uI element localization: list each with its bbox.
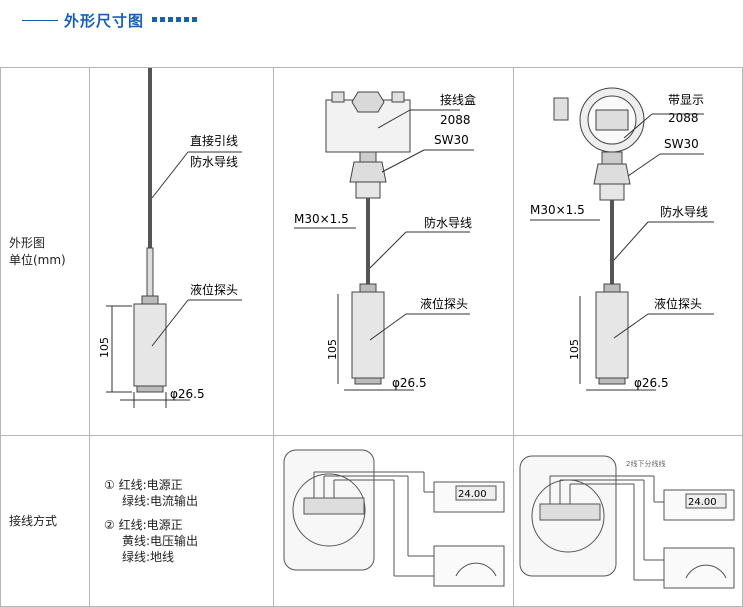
wiring-note: 2线下分线线 (626, 459, 665, 468)
dimensions-unit: 单位(mm) (9, 252, 66, 267)
section-title: 外形尺寸图 (64, 12, 145, 30)
thread (599, 183, 625, 201)
drawing-with-display: 带显示 2088 SW30 M30×1.5 防水导线 液位探头 105 φ26.… (530, 87, 714, 391)
dimensions-row: 外形图 单位(mm) (0, 67, 743, 436)
box-ear (391, 91, 405, 103)
label-hex: SW30 (664, 137, 699, 151)
terminal-block (303, 497, 365, 515)
probe-cap (136, 385, 164, 393)
terminal-block (539, 503, 601, 521)
thread (355, 181, 381, 199)
label-model: 2088 (440, 113, 471, 127)
dimensions-label-cell: 外形图 单位(mm) (0, 67, 90, 436)
wiring-diagram-display: 2线下分线线 24.00 (519, 455, 735, 589)
meter-lcd (685, 493, 727, 509)
leader-probe (151, 299, 189, 347)
label-with-display: 带显示 (668, 93, 704, 107)
leader-box (377, 109, 411, 129)
drawing-cell-2: 接线盒 2088 SW30 M30×1.5 防水导线 液位探头 105 φ26.… (273, 67, 514, 436)
header-square (184, 17, 189, 22)
leader-cable (613, 221, 649, 261)
label-length: 105 (568, 339, 581, 360)
probe-body (351, 291, 385, 379)
option-2-green: 绿线:地线 (122, 550, 175, 564)
label-length: 105 (326, 339, 339, 360)
label-model: 2088 (668, 111, 699, 125)
label-hex: SW30 (434, 133, 469, 147)
leader-cable (369, 231, 407, 269)
drawing-cell-3: 带显示 2088 SW30 M30×1.5 防水导线 液位探头 105 φ26.… (513, 67, 743, 436)
cable-gland (553, 97, 569, 121)
label-thread: M30×1.5 (530, 203, 585, 217)
meter-dial (455, 562, 497, 577)
label-waterproof-cable: 防水导线 (660, 204, 708, 219)
label-thread: M30×1.5 (294, 212, 349, 226)
probe-cap (354, 377, 382, 385)
box-neck (359, 151, 377, 163)
probe-body (595, 291, 629, 379)
probe-neck (603, 283, 621, 293)
wiring-label-cell: 接线方式 (0, 435, 90, 607)
label-level-probe: 液位探头 (654, 296, 702, 311)
probe-neck (141, 295, 159, 305)
header-line (22, 20, 58, 21)
label-diameter: φ26.5 (634, 376, 669, 390)
label-waterproof-cable: 防水导线 (190, 154, 238, 169)
label-level-probe: 液位探头 (420, 296, 468, 311)
option-1-green: 绿线:电流输出 (122, 494, 199, 508)
hex-nut (593, 163, 631, 185)
header-square (192, 17, 197, 22)
header-square (176, 17, 181, 22)
leader-probe (613, 313, 649, 339)
wiring-label: 接线方式 (9, 513, 58, 528)
analog-meter (663, 547, 735, 589)
label-length: 105 (98, 337, 111, 358)
wiring-notes-cell: ① 红线:电源正 绿线:电流输出 ② 红线:电源正 黄线:电压输出 绿线:地线 (89, 435, 274, 607)
option-2-number: ② (104, 518, 115, 532)
wiring-diagram-junction: 24.00 (283, 449, 505, 587)
meter-reading: 24.00 (688, 497, 717, 508)
section-header: 外形尺寸图 (0, 0, 743, 40)
drawing-junction-box: 接线盒 2088 SW30 M30×1.5 防水导线 液位探头 105 φ26.… (294, 91, 476, 391)
wiring-row: 接线方式 ① 红线:电源正 绿线:电流输出 ② 红线:电源正 黄线:电压输出 绿… (0, 435, 743, 607)
leader-probe (369, 313, 407, 341)
wiring-diagram-cell-2: 2线下分线线 24.00 (513, 435, 743, 607)
label-junction-box: 接线盒 (440, 92, 476, 107)
leader-cable (151, 151, 189, 199)
analog-meter (433, 545, 505, 587)
probe-cap (598, 377, 626, 385)
box-ear (331, 91, 345, 103)
lcd-display (595, 109, 629, 131)
label-diameter: φ26.5 (170, 387, 205, 401)
option-2-yellow: 黄线:电压输出 (122, 534, 199, 548)
label-direct-cable: 直接引线 (190, 133, 238, 148)
header-square (168, 17, 173, 22)
wiring-diagram-cell-1: 24.00 (273, 435, 514, 607)
option-1-number: ① (104, 478, 115, 492)
cable-gland (351, 91, 385, 113)
leader-hex (381, 149, 425, 173)
meter-lcd (455, 485, 497, 501)
meter-reading: 24.00 (458, 489, 487, 500)
dimensions-label: 外形图 (9, 235, 46, 250)
meter-dial (685, 564, 727, 579)
label-level-probe: 液位探头 (190, 282, 238, 297)
leader-hex (627, 153, 661, 177)
option-1-red: 红线:电源正 (118, 478, 183, 492)
leader-display (623, 113, 653, 139)
probe-neck (359, 283, 377, 293)
spec-table: 外形图 单位(mm) (0, 67, 743, 607)
label-diameter: φ26.5 (392, 376, 427, 390)
cable-sleeve (146, 247, 154, 299)
probe-body (133, 303, 167, 387)
option-2-red: 红线:电源正 (118, 518, 183, 532)
header-square (160, 17, 165, 22)
display-neck (601, 151, 623, 165)
label-waterproof-cable: 防水导线 (424, 215, 472, 230)
drawing-direct-cable: 直接引线 防水导线 液位探头 105 φ26.5 (98, 68, 242, 408)
header-square (152, 17, 157, 22)
drawing-cell-1: 直接引线 防水导线 液位探头 105 φ26.5 (89, 67, 274, 436)
hex-nut (349, 161, 387, 183)
terminal-ring (292, 473, 366, 547)
